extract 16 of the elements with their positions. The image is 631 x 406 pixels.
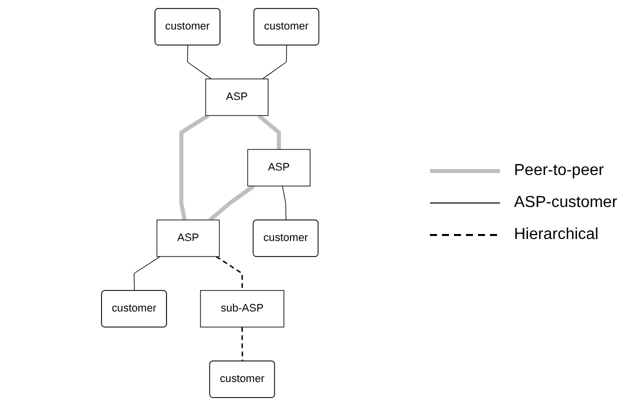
connector <box>282 186 286 221</box>
connector <box>262 45 287 80</box>
legend-label: ASP-customer <box>514 194 618 212</box>
node-box: sub-ASP <box>200 290 284 328</box>
legend-label: Hierarchical <box>514 226 598 244</box>
connector <box>186 45 212 80</box>
connector <box>216 256 243 290</box>
connector <box>241 327 243 362</box>
node-box: ASP <box>247 149 310 186</box>
legend-label: Peer-to-peer <box>514 162 604 180</box>
connector <box>179 114 209 220</box>
connector <box>257 114 281 150</box>
node-box: ASP <box>205 78 268 116</box>
connector <box>208 184 255 222</box>
node-box: ASP <box>156 220 220 257</box>
connector <box>134 256 160 292</box>
